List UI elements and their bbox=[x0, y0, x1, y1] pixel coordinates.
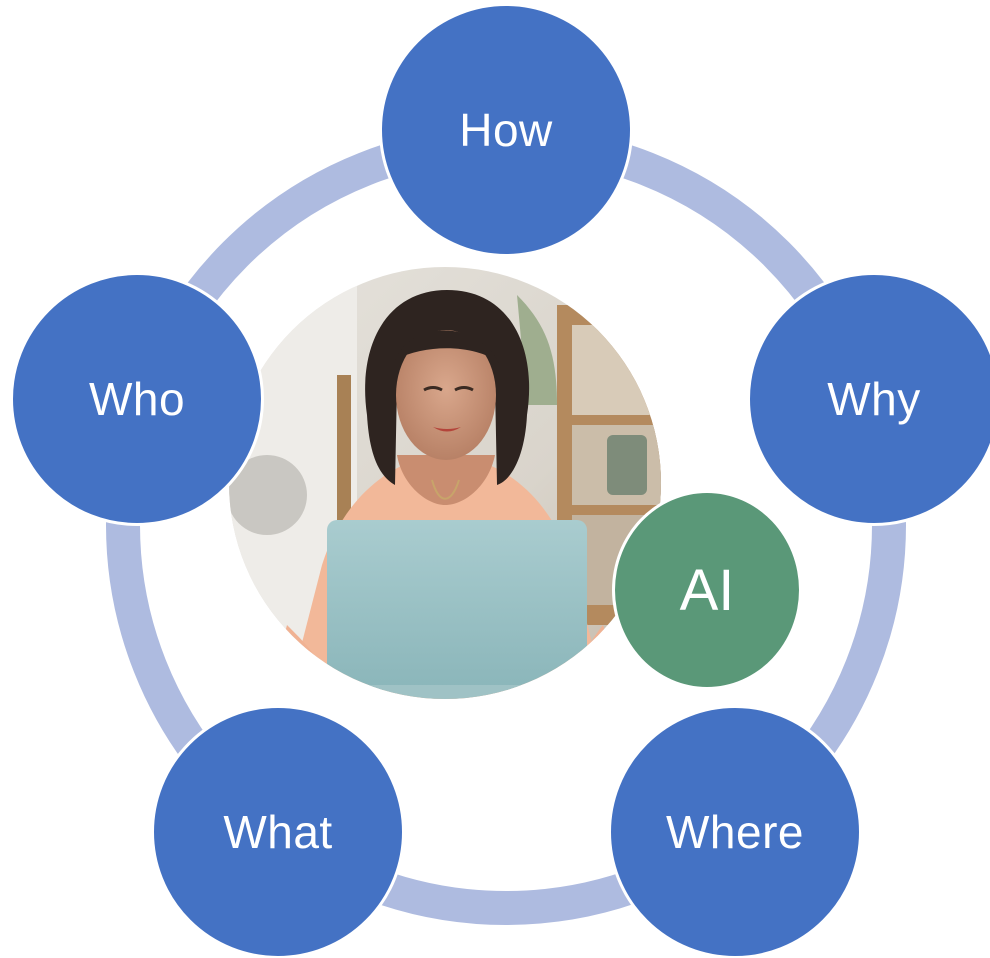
node-where: Where bbox=[608, 705, 862, 958]
node-what: What bbox=[151, 705, 405, 958]
ai-badge-label: AI bbox=[679, 557, 735, 623]
node-what-label: What bbox=[223, 806, 333, 858]
node-why: Why bbox=[747, 272, 990, 526]
node-how: How bbox=[379, 3, 633, 257]
node-who: Who bbox=[10, 272, 264, 526]
woman-laptop-photo bbox=[229, 267, 661, 699]
node-why-label: Why bbox=[827, 373, 921, 425]
node-how-label: How bbox=[459, 104, 553, 156]
ai-badge: AI bbox=[612, 490, 802, 690]
node-who-label: Who bbox=[88, 373, 186, 425]
node-where-label: Where bbox=[666, 806, 804, 858]
